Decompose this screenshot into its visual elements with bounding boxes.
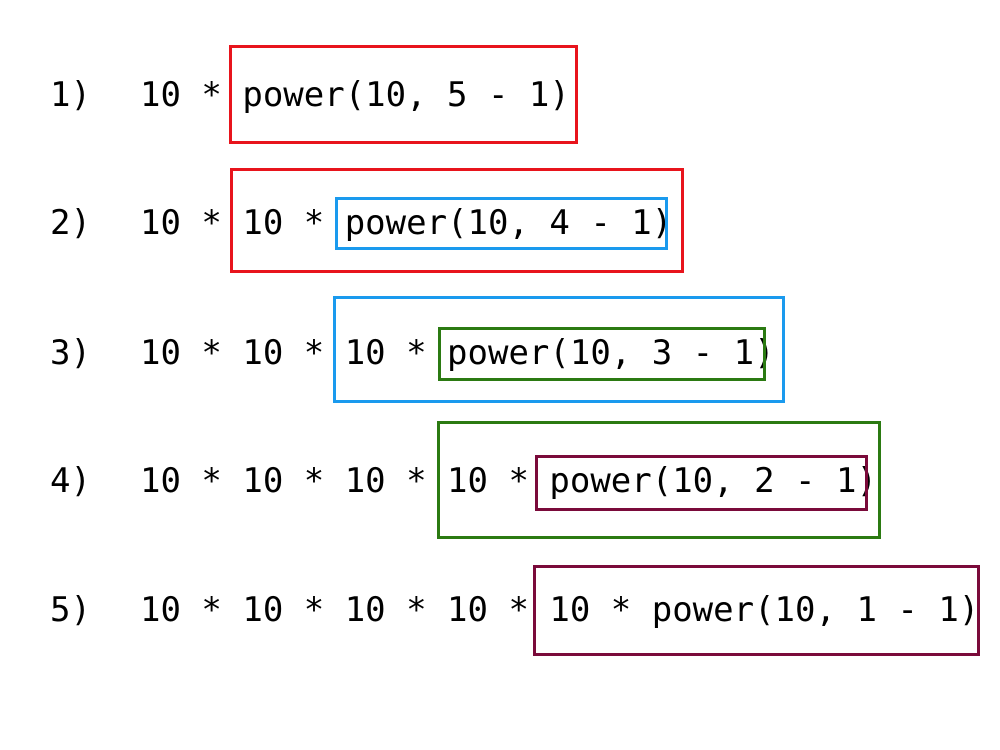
- red-outer-box-step-1: [229, 45, 578, 144]
- step-row-5: 5) 10 * 10 * 10 * 10 * 10 * power(10, 1 …: [0, 580, 1000, 640]
- blue-inner-box-step-2: [335, 197, 668, 250]
- step-row-4: 4) 10 * 10 * 10 * 10 * power(10, 2 - 1): [0, 451, 1000, 511]
- red-outer-box-step-2: [230, 168, 684, 273]
- green-inner-box-step-3: [438, 327, 766, 381]
- step-label-2: 2): [50, 203, 91, 243]
- step-label-1: 1): [50, 75, 91, 115]
- blue-outer-box-step-3: [333, 296, 785, 403]
- step-row-1: 1) 10 * power(10, 5 - 1): [0, 65, 1000, 125]
- maroon-outer-box-step-5: [533, 565, 980, 656]
- step-label-4: 4): [50, 461, 91, 501]
- step-expression-5: 10 * 10 * 10 * 10 * 10 * power(10, 1 - 1…: [140, 590, 980, 630]
- maroon-inner-box-step-4: [535, 455, 868, 511]
- step-label-3: 3): [50, 333, 91, 373]
- green-outer-box-step-4: [437, 421, 881, 539]
- step-row-3: 3) 10 * 10 * 10 * power(10, 3 - 1): [0, 323, 1000, 383]
- step-label-5: 5): [50, 590, 91, 630]
- step-expression-1: 10 * power(10, 5 - 1): [140, 75, 570, 115]
- step-expression-3: 10 * 10 * 10 * power(10, 3 - 1): [140, 333, 775, 373]
- step-expression-4: 10 * 10 * 10 * 10 * power(10, 2 - 1): [140, 461, 877, 501]
